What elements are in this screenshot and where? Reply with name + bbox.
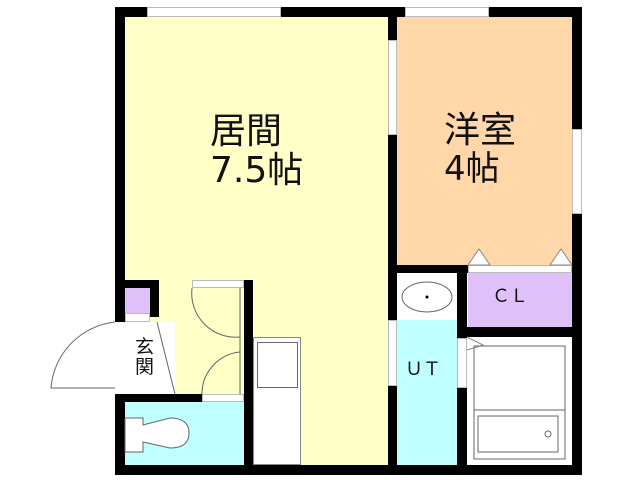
western-room-size: 4帖 xyxy=(444,149,500,189)
closet-label: ＣＬ xyxy=(492,286,528,307)
living-room-name: 居間 xyxy=(210,111,283,152)
fridge-space xyxy=(253,337,301,465)
hall-opening-top xyxy=(192,280,244,288)
western-room xyxy=(397,17,572,265)
wall-bottom xyxy=(115,465,582,475)
window-western-right xyxy=(572,129,582,214)
western-room-name: 洋室 xyxy=(444,110,517,151)
shoe-box xyxy=(125,288,150,313)
fridge-box xyxy=(257,342,298,388)
closet-door xyxy=(468,265,572,273)
wall-top xyxy=(115,7,582,17)
utility-door xyxy=(388,320,397,386)
living-room-size: 7.5帖 xyxy=(210,150,304,191)
hall-opening-bottom xyxy=(202,394,244,402)
bath-door xyxy=(457,338,467,388)
bathroom xyxy=(467,337,573,465)
wall-left xyxy=(115,7,125,322)
wall-western-bottom xyxy=(388,265,478,273)
utility-room xyxy=(397,320,457,465)
wall-right xyxy=(572,7,582,475)
entrance-label: 玄 関 xyxy=(135,336,155,378)
window-western-top xyxy=(405,7,489,17)
utility-label: ＵＴ xyxy=(405,359,441,380)
window-divider xyxy=(388,40,397,135)
wall-left-lower xyxy=(115,394,125,474)
wall-closet-bottom xyxy=(457,327,582,337)
wall-shoebox-right xyxy=(150,280,159,317)
window-living-top xyxy=(147,7,281,17)
wall-living-western xyxy=(388,7,397,475)
wall-toilet-top xyxy=(115,394,205,402)
closet xyxy=(468,272,572,327)
wall-hall-right xyxy=(244,280,253,475)
wall-hall-top xyxy=(115,280,152,288)
shoebox-opening xyxy=(125,313,150,322)
